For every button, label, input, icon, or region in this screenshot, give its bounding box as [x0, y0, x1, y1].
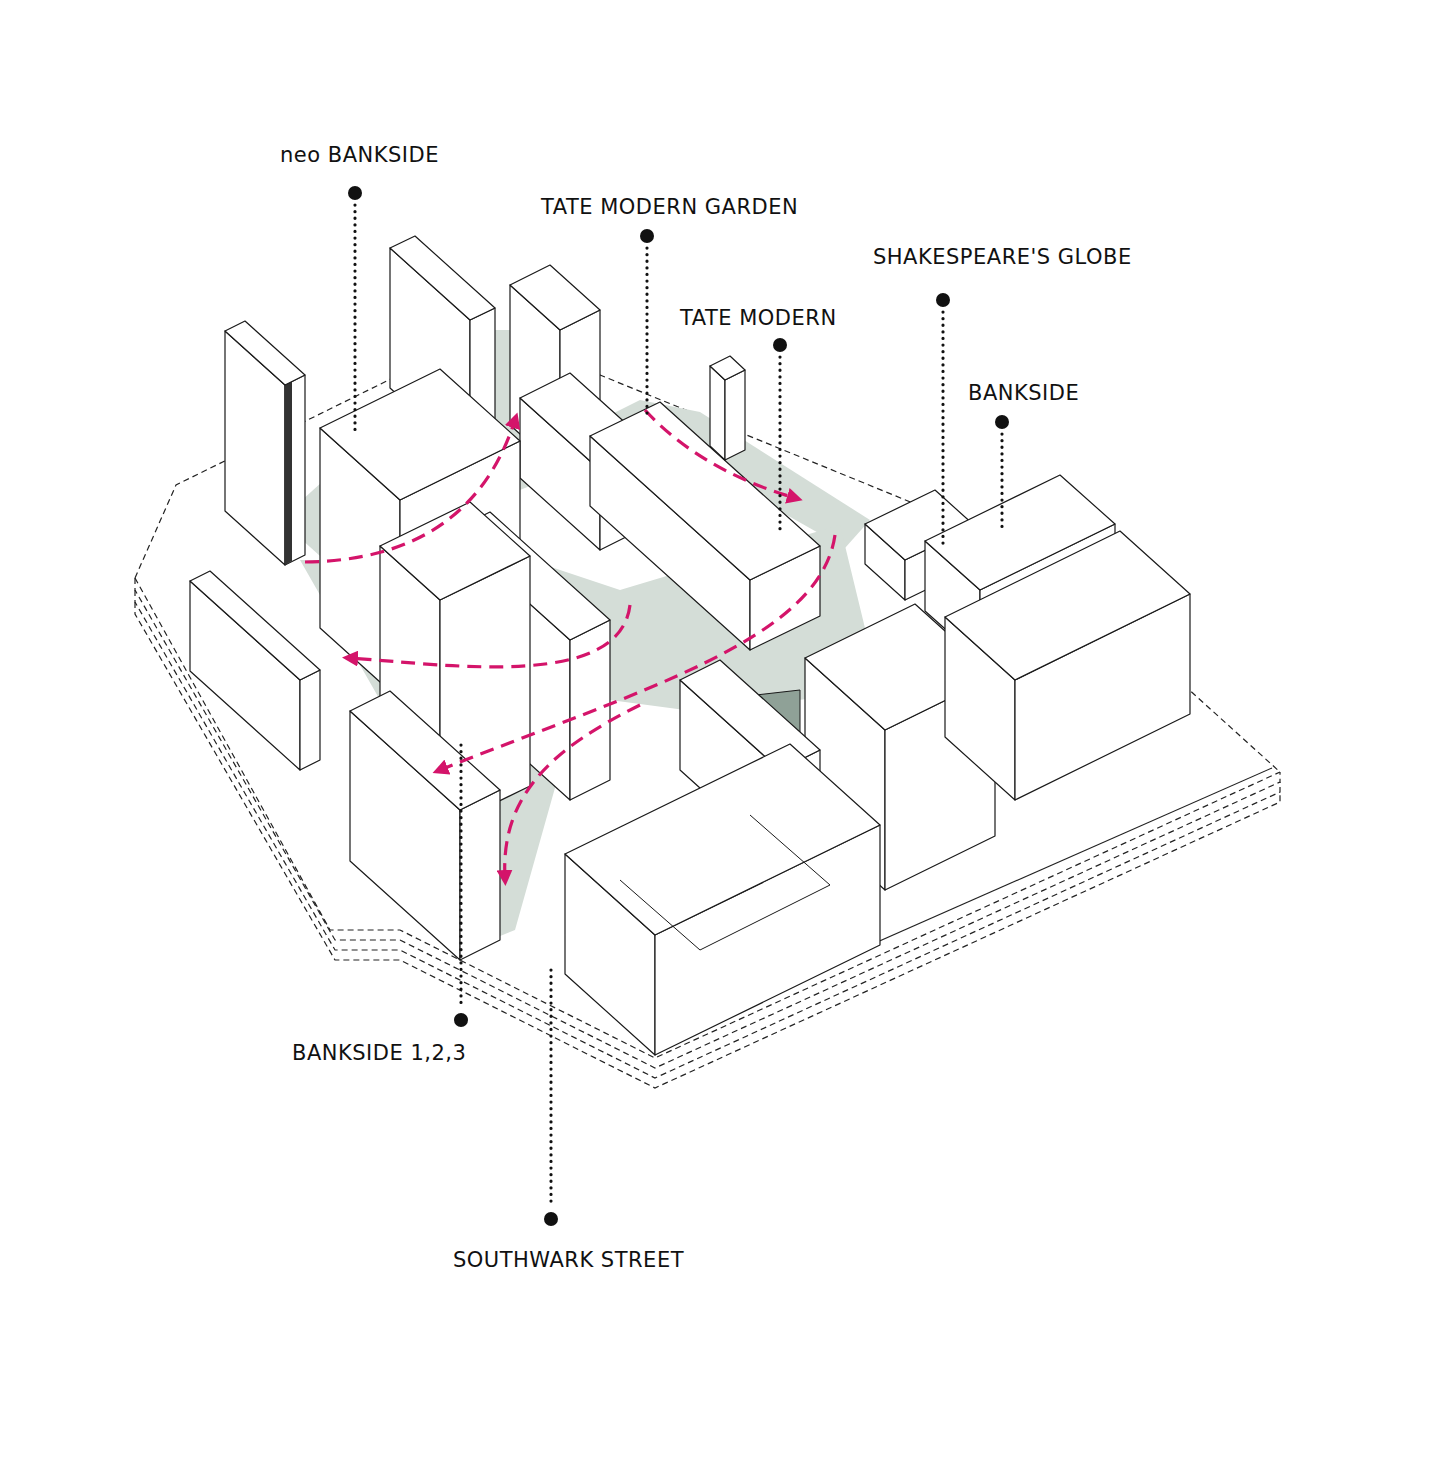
place-label: BANKSIDE 1,2,3: [292, 1041, 466, 1066]
site-slab: [135, 330, 1280, 1088]
place-label: BANKSIDE: [968, 381, 1079, 406]
place-label: TATE MODERN GARDEN: [541, 195, 798, 220]
leader-lines: [348, 186, 1009, 1226]
movement-arrows: [305, 410, 835, 878]
place-label: SHAKESPEARE'S GLOBE: [873, 245, 1132, 270]
place-label: neo BANKSIDE: [280, 143, 439, 168]
building-massing: [190, 236, 1190, 1055]
place-label: TATE MODERN: [680, 306, 837, 331]
place-label: SOUTHWARK STREET: [453, 1248, 684, 1273]
